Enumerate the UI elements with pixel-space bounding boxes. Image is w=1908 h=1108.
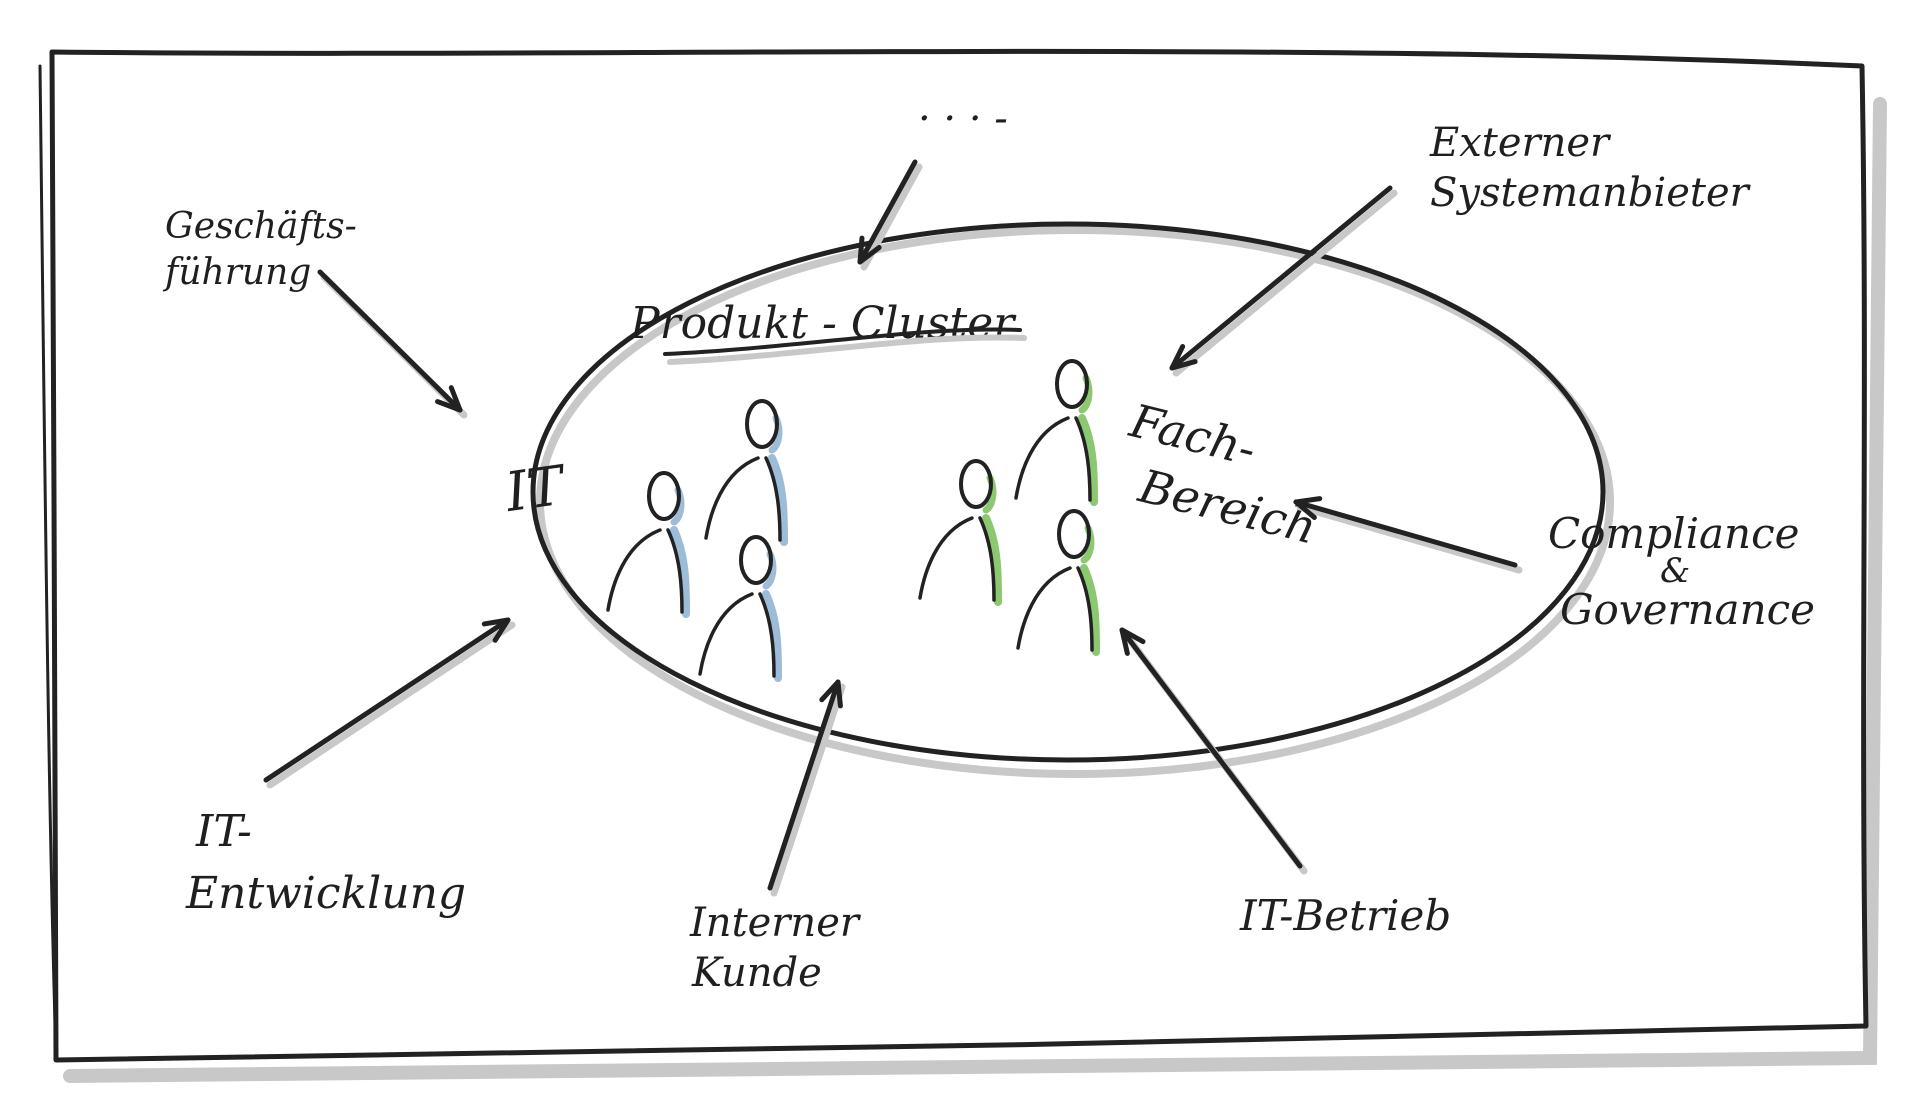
arrow-interner-kunde (767, 679, 846, 897)
it-entwicklung-line1: IT- (195, 806, 252, 857)
product-cluster-ellipse (530, 221, 1614, 778)
person-it-3 (698, 535, 782, 682)
stakeholder-externer-systemanbieter: Externer Systemanbieter (1429, 120, 1752, 216)
geschaeftsfuehrung-line2: führung (162, 252, 311, 293)
person-business-3 (1016, 509, 1100, 656)
interner-kunde-line1: Interner (689, 900, 862, 946)
fachbereich-label-line2: Bereich (1133, 458, 1322, 554)
top-ellipsis: · · · - (918, 96, 1008, 142)
externer-line2: Systemanbieter (1430, 170, 1752, 216)
externer-line1: Externer (1429, 120, 1612, 166)
arrow-compliance (1293, 496, 1523, 574)
stakeholder-compliance: Compliance & Governance (1548, 509, 1815, 634)
frame (38, 48, 1887, 1083)
stakeholder-it-entwicklung: IT- Entwicklung (185, 806, 466, 919)
arrow-it-entwicklung (263, 617, 516, 789)
arrows-group (263, 159, 1523, 897)
stakeholder-geschaeftsfuehrung: Geschäfts- führung (162, 206, 357, 293)
stakeholder-it-betrieb: IT-Betrieb (1239, 891, 1451, 940)
people-group (606, 359, 1100, 682)
arrow-externer-systemanbieter (1169, 185, 1398, 377)
cluster-title-underline-shadow (667, 334, 1027, 365)
person-it-1 (606, 471, 690, 618)
arrow-geschaeftsfuehrung (317, 269, 468, 419)
person-business-1 (918, 459, 1002, 606)
arrow-it-betrieb (1119, 627, 1308, 875)
stakeholder-interner-kunde: Interner Kunde (689, 900, 862, 996)
arrow-top-ellipsis (857, 159, 923, 271)
it-label: IT (501, 453, 571, 524)
compliance-line3: Governance (1560, 585, 1815, 634)
person-business-2 (1014, 359, 1098, 506)
interner-kunde-line2: Kunde (691, 950, 822, 996)
compliance-line2: & (1660, 551, 1690, 591)
person-it-2 (704, 399, 788, 546)
geschaeftsfuehrung-line1: Geschäfts- (165, 206, 357, 247)
cluster-title-underline (663, 327, 1022, 356)
it-betrieb-line1: IT-Betrieb (1239, 891, 1451, 940)
compliance-line1: Compliance (1548, 509, 1799, 558)
it-entwicklung-line2: Entwicklung (185, 868, 466, 919)
